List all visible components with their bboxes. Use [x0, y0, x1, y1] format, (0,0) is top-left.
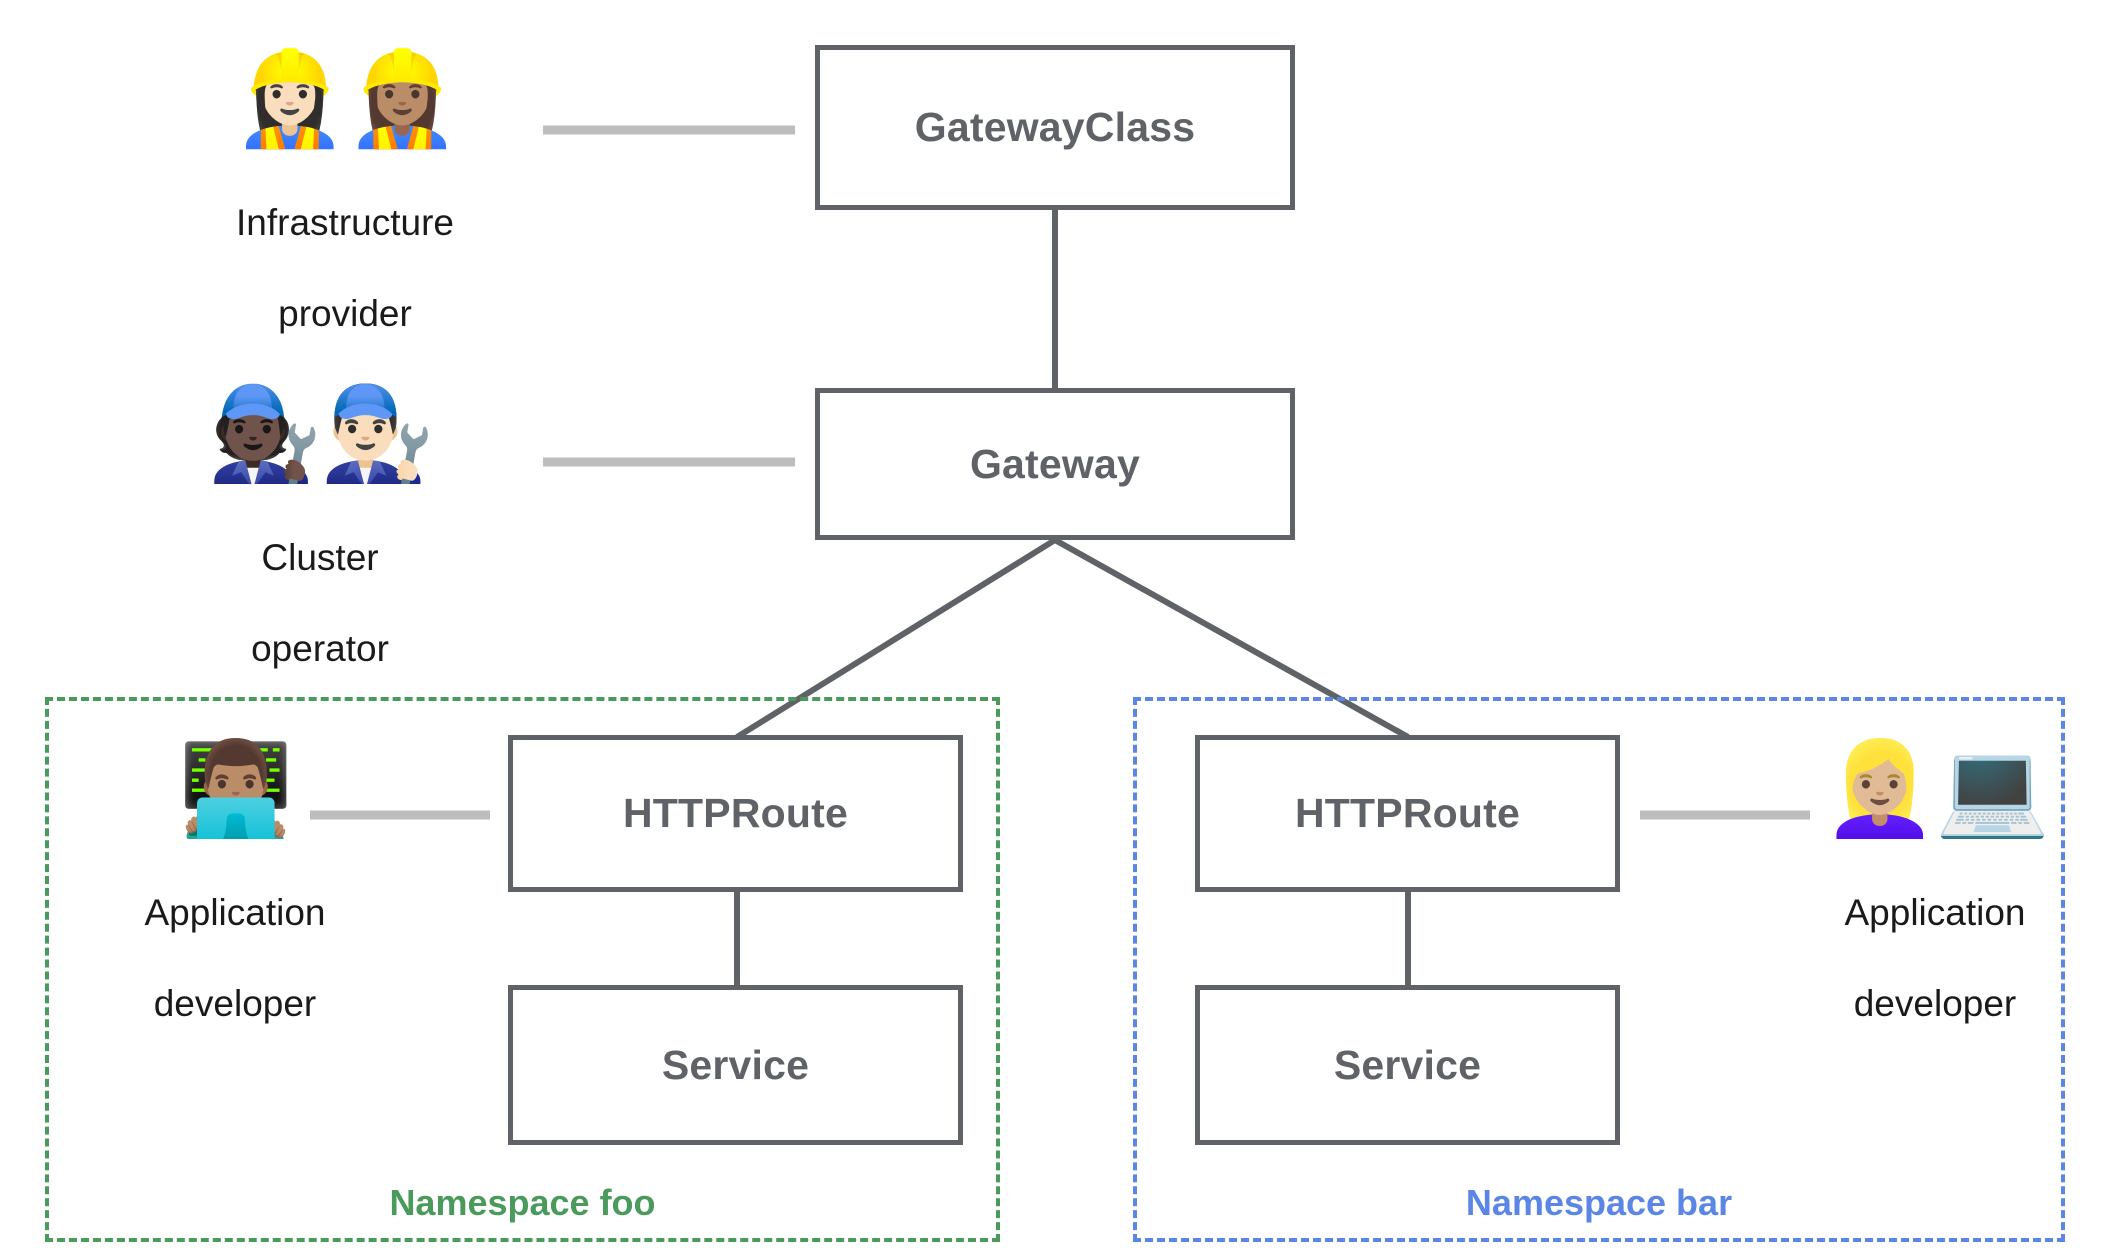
persona-label-line-2: provider	[278, 292, 412, 334]
namespace-group-bar: Namespace bar	[1133, 697, 2065, 1242]
namespace-bar-label: Namespace bar	[1465, 1182, 1733, 1223]
resource-box-service-foo[interactable]: Service	[508, 985, 963, 1145]
persona-label-line-2: operator	[251, 627, 389, 669]
resource-box-httproute-bar[interactable]: HTTPRoute	[1195, 735, 1620, 892]
persona-application-developer-foo: 👨🏽‍💻 Application developer	[90, 738, 380, 1071]
service-foo-label: Service	[661, 1041, 810, 1088]
persona-application-developer-foo-label: Application developer	[144, 845, 325, 1071]
resource-box-gatewayclass[interactable]: GatewayClass	[815, 45, 1295, 210]
resource-box-service-bar[interactable]: Service	[1195, 985, 1620, 1145]
persona-infrastructure-provider: 👷🏻‍♀️👷🏽‍♀️ Infrastructure provider	[200, 48, 490, 381]
httproute-bar-label: HTTPRoute	[1295, 790, 1520, 836]
gatewayclass-label: GatewayClass	[914, 104, 1196, 150]
woman-technologist-icon: 👱🏼‍♀️💻	[1822, 738, 2049, 840]
gateway-label: Gateway	[969, 440, 1141, 487]
persona-cluster-operator-label: Cluster operator	[251, 490, 389, 716]
mechanic-icon: 🧑🏿‍🔧👨🏻‍🔧	[207, 383, 434, 485]
persona-label-line-2: developer	[1853, 982, 2017, 1024]
persona-application-developer-bar: 👱🏼‍♀️💻 Application developer	[1790, 738, 2080, 1071]
persona-label-line-1: Application	[144, 892, 326, 934]
persona-label-line-1: Infrastructure	[236, 202, 454, 244]
namespace-group-foo: Namespace foo	[45, 697, 1000, 1242]
persona-infrastructure-provider-label: Infrastructure provider	[236, 155, 454, 381]
resource-box-httproute-foo[interactable]: HTTPRoute	[508, 735, 963, 892]
service-bar-label: Service	[1333, 1041, 1482, 1088]
persona-label-line-2: developer	[153, 982, 317, 1024]
resource-box-gateway[interactable]: Gateway	[815, 388, 1295, 540]
persona-cluster-operator: 🧑🏿‍🔧👨🏻‍🔧 Cluster operator	[175, 383, 465, 716]
persona-label-line-1: Application	[1844, 892, 2026, 934]
man-technologist-icon: 👨🏽‍💻	[178, 738, 294, 840]
persona-application-developer-bar-label: Application developer	[1844, 845, 2025, 1071]
namespace-foo-label: Namespace foo	[389, 1182, 656, 1223]
httproute-foo-label: HTTPRoute	[623, 790, 848, 836]
persona-label-line-1: Cluster	[261, 537, 379, 579]
woman-construction-worker-icon: 👷🏻‍♀️👷🏽‍♀️	[232, 48, 459, 150]
